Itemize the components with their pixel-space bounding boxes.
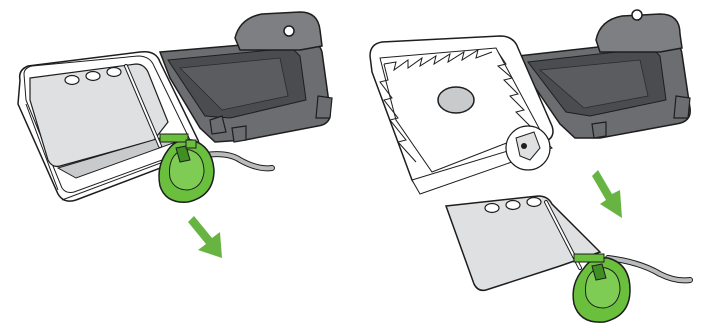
down-arrow-icon [592, 170, 622, 218]
green-rotary-latch-icon[interactable] [573, 254, 630, 322]
detergent-lid-icon [446, 196, 600, 290]
right-panel-removed-lid [370, 10, 690, 322]
down-arrow-icon [188, 216, 222, 258]
left-panel-closed-dispenser [18, 12, 332, 258]
